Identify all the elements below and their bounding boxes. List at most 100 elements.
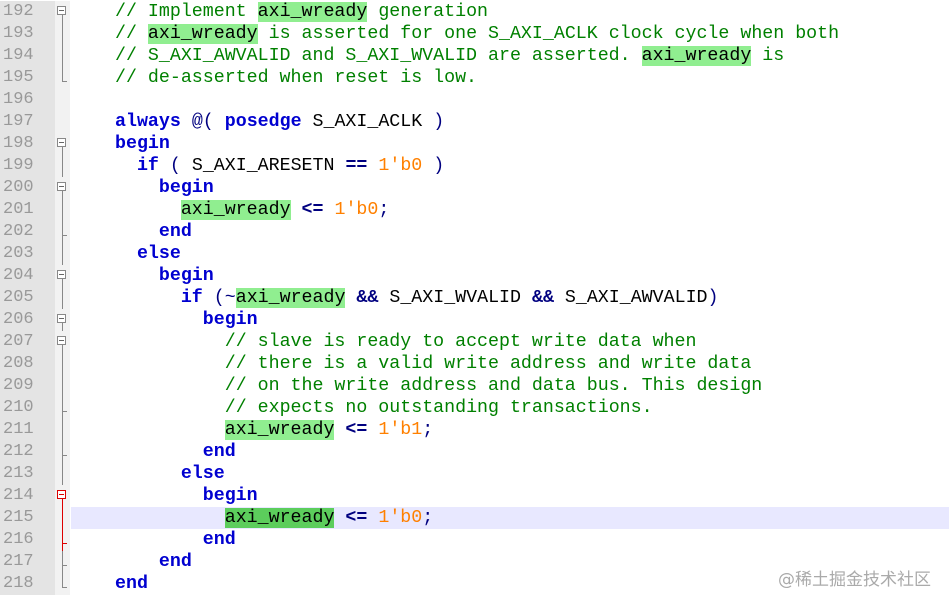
code-text[interactable]: // Implement axi_wready generation	[71, 1, 949, 23]
comment: //	[115, 24, 148, 44]
fold-guide	[55, 375, 70, 397]
punctuation: @(	[191, 112, 214, 132]
highlighted-identifier: axi_wready	[235, 288, 346, 308]
code-text[interactable]: if (~axi_wready && S_AXI_WVALID && S_AXI…	[71, 287, 949, 309]
code-line[interactable]: 203 else	[0, 243, 949, 265]
code-line[interactable]: 202 end	[0, 221, 949, 243]
identifier	[115, 332, 225, 352]
identifier	[115, 420, 225, 440]
highlighted-identifier: axi_wready	[224, 420, 335, 440]
code-line[interactable]: 204 begin	[0, 265, 949, 287]
fold-guide	[55, 155, 70, 177]
line-number: 215	[0, 507, 55, 529]
fold-collapse-icon[interactable]	[55, 485, 70, 507]
keyword: begin	[158, 266, 214, 286]
code-text[interactable]: axi_wready <= 1'b1;	[71, 419, 949, 441]
code-line[interactable]: 217 end	[0, 551, 949, 573]
code-text[interactable]: else	[71, 463, 949, 485]
code-line[interactable]: 210 // expects no outstanding transactio…	[0, 397, 949, 419]
identifier	[115, 354, 225, 374]
code-line[interactable]: 195// de-asserted when reset is low.	[0, 67, 949, 89]
code-line[interactable]: 200 begin	[0, 177, 949, 199]
line-number: 205	[0, 287, 55, 309]
code-text[interactable]: // expects no outstanding transactions.	[71, 397, 949, 419]
code-text[interactable]: // there is a valid write address and wr…	[71, 353, 949, 375]
code-line[interactable]: 213 else	[0, 463, 949, 485]
line-number: 204	[0, 265, 55, 287]
code-line[interactable]: 216 end	[0, 529, 949, 551]
line-number: 203	[0, 243, 55, 265]
fold-guide	[55, 529, 70, 551]
line-number: 194	[0, 45, 55, 67]
fold-collapse-icon[interactable]	[55, 265, 70, 287]
fold-guide	[55, 441, 70, 463]
code-text[interactable]: end	[71, 529, 949, 551]
code-line[interactable]: 201 axi_wready <= 1'b0;	[0, 199, 949, 221]
fold-guide	[55, 573, 70, 595]
fold-collapse-icon[interactable]	[55, 309, 70, 331]
code-text[interactable]: if ( S_AXI_ARESETN == 1'b0 )	[71, 155, 949, 177]
keyword: begin	[202, 310, 258, 330]
code-line[interactable]: 193// axi_wready is asserted for one S_A…	[0, 23, 949, 45]
code-text[interactable]: else	[71, 243, 949, 265]
keyword: begin	[202, 486, 258, 506]
code-line[interactable]: 209 // on the write address and data bus…	[0, 375, 949, 397]
fold-collapse-icon[interactable]	[55, 1, 70, 23]
code-text[interactable]: begin	[71, 309, 949, 331]
fold-collapse-icon[interactable]	[55, 177, 70, 199]
code-line[interactable]: 206 begin	[0, 309, 949, 331]
code-line[interactable]: 211 axi_wready <= 1'b1;	[0, 419, 949, 441]
code-text[interactable]: begin	[71, 265, 949, 287]
identifier	[367, 508, 378, 528]
punctuation: ;	[378, 200, 390, 220]
line-number: 200	[0, 177, 55, 199]
keyword: posedge	[224, 112, 302, 132]
code-text[interactable]: axi_wready <= 1'b0;	[71, 507, 949, 529]
code-text[interactable]	[71, 89, 949, 111]
keyword: else	[136, 244, 181, 264]
code-line[interactable]: 208 // there is a valid write address an…	[0, 353, 949, 375]
code-text[interactable]: end	[71, 441, 949, 463]
keyword: if	[180, 288, 203, 308]
punctuation: (	[169, 156, 181, 176]
code-line[interactable]: 196	[0, 89, 949, 111]
fold-guide	[55, 551, 70, 573]
code-text[interactable]: // slave is ready to accept write data w…	[71, 331, 949, 353]
code-text[interactable]: // axi_wready is asserted for one S_AXI_…	[71, 23, 949, 45]
code-line[interactable]: 212 end	[0, 441, 949, 463]
identifier	[334, 420, 345, 440]
code-text[interactable]: // de-asserted when reset is low.	[71, 67, 949, 89]
code-text[interactable]: end	[71, 573, 949, 595]
watermark: @稀土掘金技术社区	[778, 570, 931, 590]
code-line[interactable]: 214 begin	[0, 485, 949, 507]
code-line[interactable]: 194 // S_AXI_AWVALID and S_AXI_WVALID are…	[0, 45, 949, 67]
fold-collapse-icon[interactable]	[55, 133, 70, 155]
code-text[interactable]: // S_AXI_AWVALID and S_AXI_WVALID are as…	[71, 45, 949, 67]
code-line[interactable]: 205 if (~axi_wready && S_AXI_WVALID && S…	[0, 287, 949, 309]
code-text[interactable]: always @( posedge S_AXI_ACLK )	[71, 111, 949, 133]
code-line[interactable]: 199 if ( S_AXI_ARESETN == 1'b0 )	[0, 155, 949, 177]
code-text[interactable]: axi_wready <= 1'b0;	[71, 199, 949, 221]
code-text[interactable]: end	[71, 551, 949, 573]
identifier: S_AXI_WVALID	[378, 288, 532, 308]
code-text[interactable]: // on the write address and data bus. Th…	[71, 375, 949, 397]
code-text[interactable]: begin	[71, 485, 949, 507]
code-text[interactable]: end	[71, 221, 949, 243]
identifier	[422, 156, 433, 176]
code-line[interactable]: 207 // slave is ready to accept write da…	[0, 331, 949, 353]
identifier	[291, 200, 302, 220]
comment: is asserted for one S_AXI_ACLK clock cyc…	[257, 24, 840, 44]
code-line[interactable]: 192// Implement axi_wready generation	[0, 1, 949, 23]
code-text[interactable]: begin	[71, 177, 949, 199]
fold-guide	[55, 111, 70, 133]
identifier	[115, 310, 203, 330]
code-text[interactable]: begin	[71, 133, 949, 155]
code-line[interactable]: 215 axi_wready <= 1'b0;	[0, 507, 949, 529]
fold-collapse-icon[interactable]	[55, 331, 70, 353]
line-number: 199	[0, 155, 55, 177]
punctuation: (~	[213, 288, 236, 308]
